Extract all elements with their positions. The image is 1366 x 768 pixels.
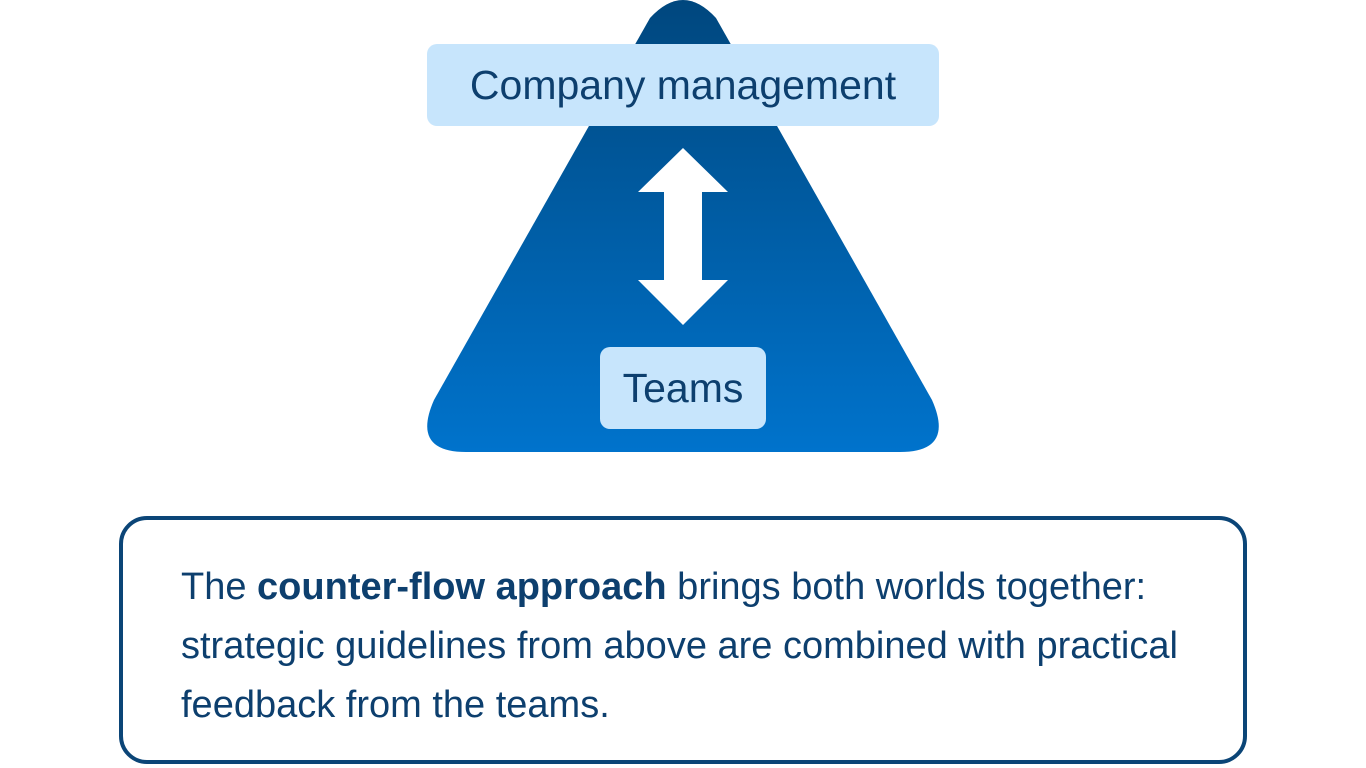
teams-text: Teams [622, 364, 744, 411]
description-prefix: The [181, 566, 258, 608]
company-management-text: Company management [469, 61, 897, 108]
description-suffix: brings both worlds together: strategic g… [181, 566, 1178, 726]
description-box: The counter-flow approach brings both wo… [119, 516, 1247, 764]
company-management-label: Company management [427, 44, 939, 126]
pyramid-diagram [427, 0, 939, 452]
teams-label: Teams [600, 347, 766, 429]
description-text: The counter-flow approach brings both wo… [181, 558, 1221, 735]
description-highlight: counter-flow approach [257, 566, 667, 608]
bidirectional-arrow-icon [638, 148, 728, 325]
